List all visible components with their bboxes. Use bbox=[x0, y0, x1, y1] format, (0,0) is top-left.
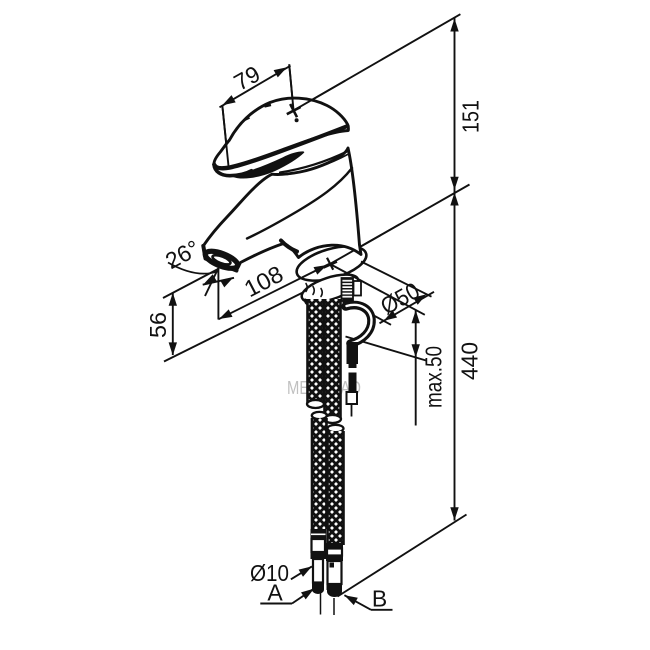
svg-text:A: A bbox=[267, 580, 283, 606]
svg-text:440: 440 bbox=[456, 342, 482, 380]
svg-text:max.50: max.50 bbox=[421, 346, 447, 408]
svg-text:Ø10: Ø10 bbox=[250, 560, 289, 586]
svg-text:56: 56 bbox=[145, 312, 171, 338]
svg-text:B: B bbox=[372, 586, 387, 612]
svg-text:151: 151 bbox=[457, 100, 483, 133]
